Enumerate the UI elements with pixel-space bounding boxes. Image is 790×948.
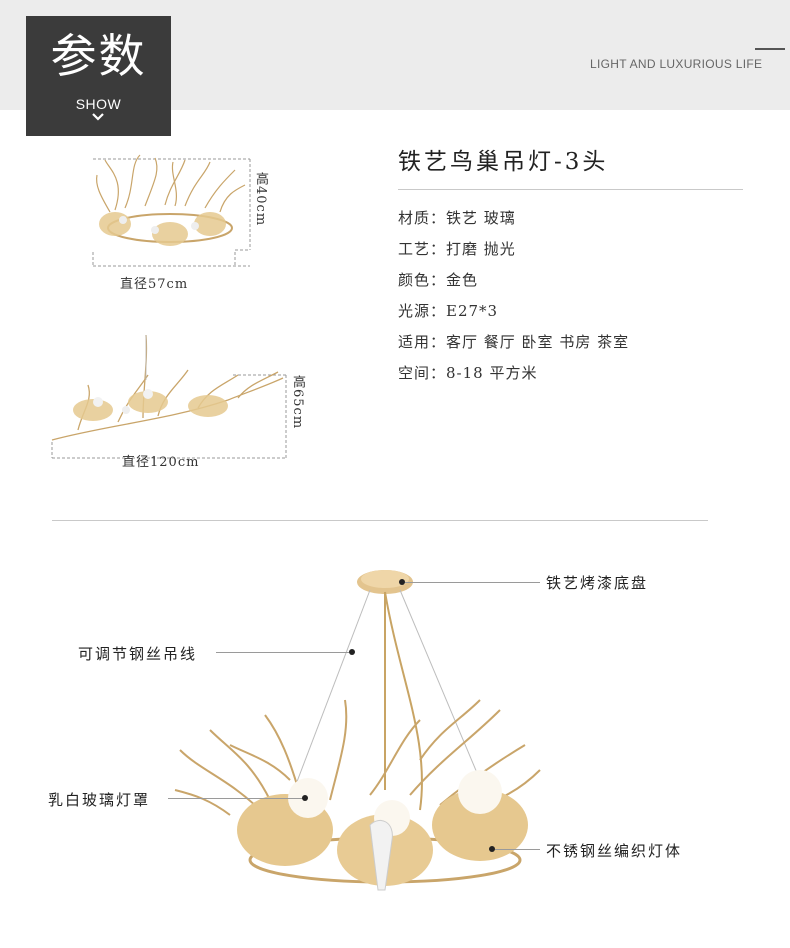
leader-dot xyxy=(302,795,308,801)
spec-value: E27*3 xyxy=(446,302,499,320)
round-lamp-diagram xyxy=(92,154,251,267)
spec-key: 适用： xyxy=(398,333,447,351)
fig1-width-label: 直径57cm xyxy=(120,277,189,292)
callout-shade: 乳白玻璃灯罩 xyxy=(48,791,151,809)
spec-row-craft: 工艺：打磨 抛光 xyxy=(398,239,629,270)
slogan-rule xyxy=(755,48,785,50)
leader-dot xyxy=(489,846,495,852)
spec-key: 工艺： xyxy=(398,240,447,258)
spec-key: 颜色： xyxy=(398,271,447,289)
spec-row-light-source: 光源：E27*3 xyxy=(398,301,629,332)
spec-value: 客厅 餐厅 卧室 书房 茶室 xyxy=(446,333,630,351)
branch-lamp-diagram xyxy=(51,334,287,459)
leader-line xyxy=(168,798,303,799)
spec-value: 金色 xyxy=(446,271,479,289)
leader-line xyxy=(495,849,540,850)
spec-value: 8-18 平方米 xyxy=(446,364,538,382)
spec-row-space: 空间：8-18 平方米 xyxy=(398,363,629,394)
slogan: LIGHT AND LUXURIOUS LIFE xyxy=(590,57,763,71)
spec-list: 材质：铁艺 玻璃 工艺：打磨 抛光 颜色：金色 光源：E27*3 适用：客厅 餐… xyxy=(398,208,629,394)
spec-key: 光源： xyxy=(398,302,447,320)
title-divider xyxy=(398,189,743,190)
callout-base: 铁艺烤漆底盘 xyxy=(546,574,649,592)
main-lamp-illustration xyxy=(174,570,541,891)
spec-value: 铁艺 玻璃 xyxy=(446,209,516,227)
fig2-width-label: 直径120cm xyxy=(122,455,200,470)
spec-row-color: 颜色：金色 xyxy=(398,270,629,301)
fig2-height-label: 高65cm xyxy=(290,375,305,430)
leader-line xyxy=(216,652,349,653)
leader-dot xyxy=(399,579,405,585)
callout-body: 不锈钢丝编织灯体 xyxy=(546,842,683,860)
spec-row-material: 材质：铁艺 玻璃 xyxy=(398,208,629,239)
product-title: 铁艺鸟巢吊灯-3头 xyxy=(398,149,609,175)
spec-key: 空间： xyxy=(398,364,447,382)
spec-key: 材质： xyxy=(398,209,447,227)
section-divider xyxy=(52,520,708,521)
fig1-height-label: 高40cm xyxy=(253,172,268,227)
leader-dot xyxy=(349,649,355,655)
spec-value: 打磨 抛光 xyxy=(446,240,516,258)
callout-wire: 可调节钢丝吊线 xyxy=(78,645,198,663)
spec-row-usage: 适用：客厅 餐厅 卧室 书房 茶室 xyxy=(398,332,629,363)
params-show-box: 参数 SHOW xyxy=(26,16,171,136)
params-title: 参数 xyxy=(50,29,147,83)
leader-line xyxy=(405,582,540,583)
show-label: SHOW xyxy=(75,96,122,112)
chevron-down-icon xyxy=(92,113,104,121)
